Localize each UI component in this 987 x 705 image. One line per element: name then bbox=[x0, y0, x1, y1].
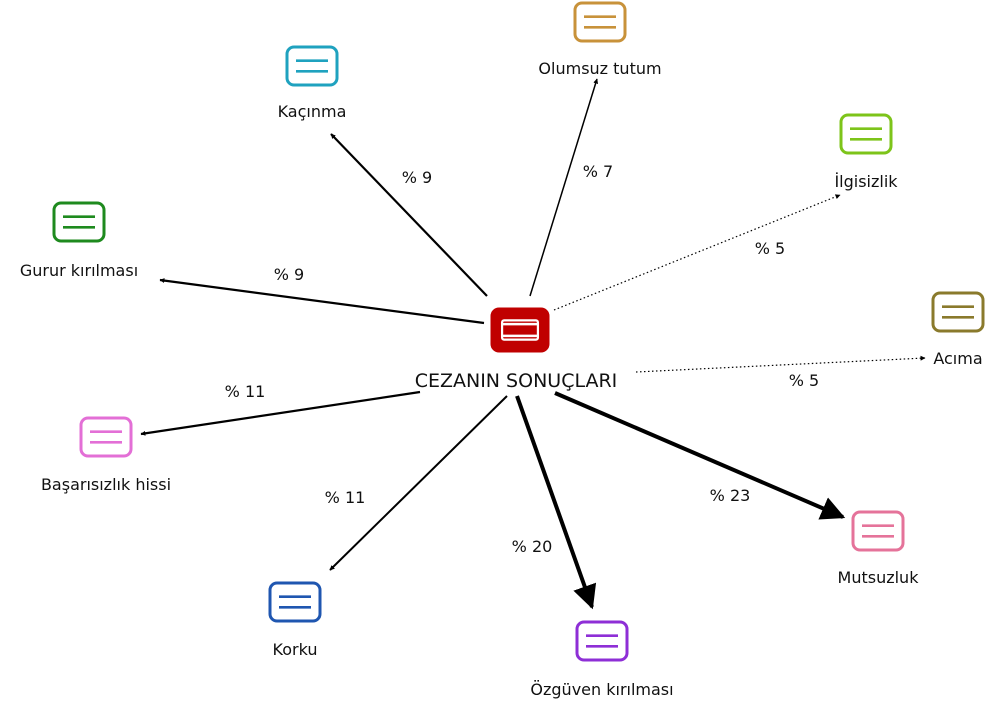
node-label: Acıma bbox=[933, 349, 982, 368]
node-ozguven[interactable]: Özgüven kırılması bbox=[530, 620, 674, 699]
node-label: Korku bbox=[273, 640, 318, 659]
center-list-icon bbox=[490, 307, 550, 353]
list-icon bbox=[839, 113, 893, 155]
list-icon bbox=[52, 201, 106, 243]
edge-gurur bbox=[159, 278, 485, 325]
list-icon bbox=[931, 291, 985, 333]
node-acima[interactable]: Acıma bbox=[931, 291, 985, 368]
node-label: Kaçınma bbox=[278, 102, 347, 121]
node-gurur[interactable]: Gurur kırılması bbox=[20, 201, 138, 280]
node-korku[interactable]: Korku bbox=[268, 581, 322, 659]
percent-label-korku: % 11 bbox=[325, 488, 366, 507]
center-node[interactable]: CEZANIN SONUÇLARI bbox=[415, 307, 618, 392]
node-label: Olumsuz tutum bbox=[538, 59, 661, 78]
edges bbox=[140, 78, 926, 610]
edge-kacinma bbox=[330, 133, 488, 297]
percent-label-ozguven: % 20 bbox=[512, 537, 553, 556]
edge-ozguven bbox=[515, 395, 597, 610]
list-icon bbox=[268, 581, 322, 623]
edge-percent-labels: % 9 % 7 % 5 % 5 % 23 % 20 % 11 % 11 % 9 bbox=[225, 162, 820, 556]
node-label: İlgisizlik bbox=[834, 172, 898, 191]
node-kacinma[interactable]: Kaçınma bbox=[278, 45, 347, 121]
edge-olumsuz bbox=[529, 78, 599, 297]
node-ilgisizlik[interactable]: İlgisizlik bbox=[834, 113, 898, 191]
node-label: Başarısızlık hissi bbox=[41, 475, 171, 494]
list-icon bbox=[79, 416, 133, 458]
percent-label-acima: % 5 bbox=[789, 371, 819, 390]
list-icon bbox=[575, 620, 629, 662]
edge-ilgisizlik bbox=[553, 194, 841, 311]
percent-label-gurur: % 9 bbox=[274, 265, 304, 284]
center-label: CEZANIN SONUÇLARI bbox=[415, 370, 618, 392]
edge-acima bbox=[635, 355, 926, 373]
node-basarisizlik[interactable]: Başarısızlık hissi bbox=[41, 416, 171, 494]
percent-label-ilgisizlik: % 5 bbox=[755, 239, 785, 258]
node-mutsuzluk[interactable]: Mutsuzluk bbox=[838, 510, 920, 587]
node-olumsuz[interactable]: Olumsuz tutum bbox=[538, 1, 662, 78]
node-label: Özgüven kırılması bbox=[530, 680, 673, 699]
edge-mutsuzluk bbox=[554, 391, 846, 520]
percent-label-mutsuzluk: % 23 bbox=[710, 486, 751, 505]
percent-label-kacinma: % 9 bbox=[402, 168, 432, 187]
list-icon bbox=[490, 307, 550, 353]
percent-label-olumsuz: % 7 bbox=[583, 162, 613, 181]
list-icon bbox=[285, 45, 339, 87]
edge-basarisizlik bbox=[140, 390, 421, 436]
node-label: Gurur kırılması bbox=[20, 261, 138, 280]
list-icon bbox=[573, 1, 627, 43]
concept-nodes: Kaçınma Olumsuz tutumİlgisizlikAcımaMutsu… bbox=[20, 1, 985, 699]
edge-korku bbox=[329, 395, 508, 571]
list-icon bbox=[851, 510, 905, 552]
percent-label-basarisizlik: % 11 bbox=[225, 382, 266, 401]
node-label: Mutsuzluk bbox=[838, 568, 920, 587]
